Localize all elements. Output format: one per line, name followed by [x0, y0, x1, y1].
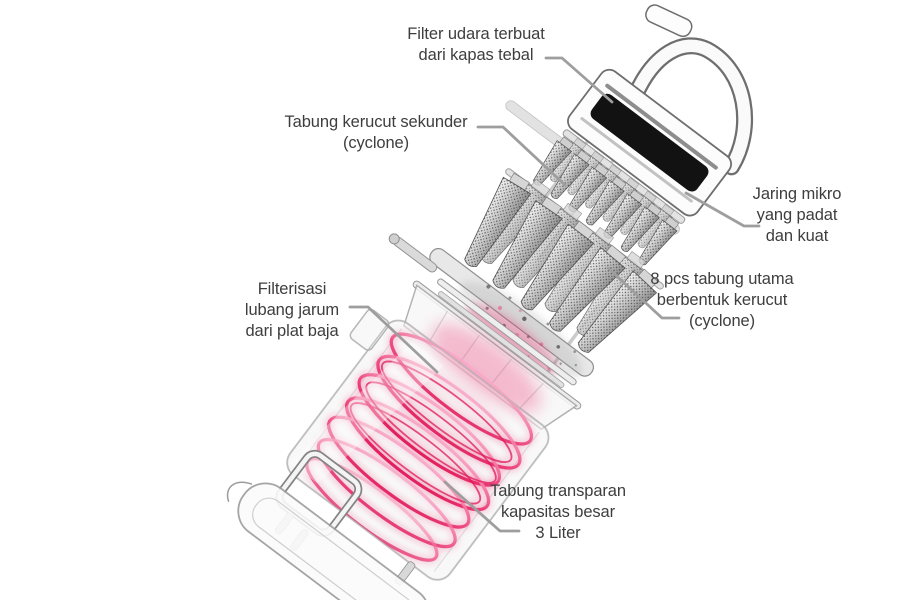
label-line: dari kapas tebal [418, 46, 534, 64]
label-tabung-sekunder: Tabung kerucut sekunder (cyclone) [266, 112, 486, 154]
leader-line-jaring-mikro [684, 191, 761, 228]
glass-sheen [289, 341, 444, 484]
label-filter-udara: Filter udara terbuat dari kapas tebal [366, 24, 586, 66]
leader-line-filter-udara [544, 56, 614, 104]
label-line: lubang jarum [244, 301, 340, 319]
label-line: berbentuk kerucut [656, 291, 788, 309]
black-filter-slot [590, 93, 709, 192]
vacuum-cyclone-assembly [226, 4, 754, 600]
needle-filter-plates [388, 233, 577, 388]
label-line: 3 Liter [535, 524, 581, 542]
leader-line-tabung-transparan [443, 480, 521, 533]
label-line: Jaring mikro [752, 185, 842, 203]
base-lid [226, 481, 430, 600]
label-line: (cyclone) [342, 134, 410, 152]
label-line: Tabung kerucut sekunder [284, 113, 468, 131]
label-line: 8 pcs tabung utama [650, 270, 794, 288]
top-cap [567, 68, 732, 217]
label-tabung-transparan: Tabung transparan kapasitas besar 3 Lite… [448, 481, 668, 544]
label-tabung-utama: 8 pcs tabung utama berbentuk kerucut (cy… [612, 269, 832, 332]
label-jaring-mikro: Jaring mikro yang padat dan kuat [717, 184, 877, 247]
leader-line-tabung-utama [606, 266, 681, 320]
label-line: yang padat [756, 206, 838, 224]
label-line: Filterisasi [257, 280, 327, 298]
label-line: dari plat baja [245, 322, 339, 340]
label-line: (cyclone) [688, 312, 756, 330]
label-line: Filter udara terbuat [407, 25, 545, 43]
label-line: Tabung transparan [490, 482, 626, 500]
leader-line-tabung-sekunder [476, 125, 567, 187]
label-line: dan kuat [765, 227, 829, 245]
label-line: kapasitas besar [500, 503, 616, 521]
carry-handle [627, 37, 754, 176]
release-catch [645, 4, 693, 38]
canister-front-edge [286, 319, 550, 581]
leader-line-filterisasi [348, 305, 439, 374]
pink-airflow-coil [287, 316, 550, 582]
label-filterisasi: Filterisasi lubang jarum dari plat baja [212, 279, 372, 342]
